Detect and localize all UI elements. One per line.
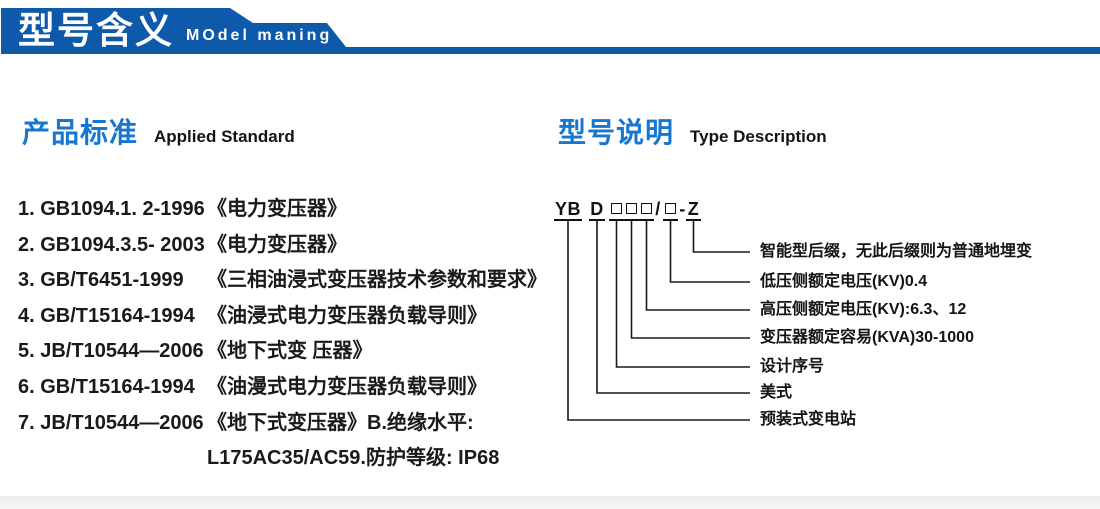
label-smart-suffix: 智能型后缀，无此后缀则为普通地埋变 — [760, 243, 1033, 260]
standards-heading-cn: 产品标准 — [22, 117, 139, 148]
standard-ref: 5. JB/T10544—2006 — [18, 340, 204, 363]
square-placeholder-icon — [626, 202, 637, 214]
square-placeholder-icon — [641, 202, 652, 214]
standard-ref: 2. GB1094.3.5- 2003 — [18, 233, 205, 256]
header-banner: 型号含义 MOdel maning — [0, 0, 1100, 56]
code-part-d: D — [589, 199, 605, 221]
standard-item: 4. GB/T15164-1994 《油浸式电力变压器负载导则》 — [18, 299, 558, 335]
standard-title: 《油漫式电力变压器负载导则》 — [207, 375, 487, 398]
standard-item: 2. GB1094.3.5- 2003 《电力变压器》 — [18, 228, 558, 264]
banner-shape — [1, 8, 1100, 54]
standard-ref: 7. JB/T10544—2006 — [18, 411, 204, 434]
standard-ref — [18, 441, 207, 477]
standard-title: 《地下式变压器》B.绝缘水平: — [207, 411, 474, 434]
model-heading-en: Type Description — [690, 127, 827, 146]
standard-title: 《电力变压器》 — [207, 198, 347, 220]
standard-title: 《油浸式电力变压器负载导则》 — [207, 304, 487, 327]
standard-ref: 1. GB1094.1. 2-1996 — [18, 198, 205, 220]
standards-list: 1. GB1094.1. 2-1996 《电力变压器》 2. GB1094.3.… — [18, 192, 558, 477]
connector-lines — [567, 221, 750, 421]
code-part-square2 — [624, 200, 639, 221]
label-rated-capacity: 变压器额定容易(KVA)30-1000 — [760, 329, 974, 346]
standard-item: 1. GB1094.1. 2-1996 《电力变压器》 — [18, 192, 558, 228]
label-design-serial: 设计序号 — [760, 358, 825, 375]
standard-title: 《电力变压器》 — [207, 233, 347, 256]
page-title: 型号含义 — [18, 10, 174, 51]
label-lv-rated-voltage: 低压侧额定电压(KV)0.4 — [760, 273, 928, 290]
code-part-z: Z — [686, 199, 701, 221]
footer-strip — [0, 496, 1100, 509]
standards-heading: 产品标准 Applied Standard — [22, 112, 295, 154]
model-heading: 型号说明 Type Description — [558, 112, 827, 154]
standard-title: 《三相油浸式变压器技术参数和要求》 — [207, 269, 547, 292]
square-placeholder-icon — [611, 202, 622, 214]
code-part-square3 — [639, 200, 654, 221]
standard-title: L175AC35/AC59.防护等级: IP68 — [207, 447, 500, 470]
standard-ref: 3. GB/T6451-1999 — [18, 269, 184, 292]
code-part-square1 — [609, 200, 624, 221]
standard-title: 《地下式变 压器》 — [207, 340, 373, 363]
standard-ref: 6. GB/T15164-1994 — [18, 375, 195, 398]
page-subtitle: MOdel maning — [186, 27, 333, 44]
standard-item: 7. JB/T10544—2006 《地下式变压器》B.绝缘水平: — [18, 406, 558, 442]
square-placeholder-icon — [665, 202, 676, 214]
model-code-diagram: YB D / - Z 智能型后缀，无此后缀则为普通地埋变 低压侧额定电压(KV)… — [550, 185, 1098, 450]
label-hv-rated-voltage: 高压侧额定电压(KV):6.3、12 — [760, 301, 967, 318]
standard-item-continuation: L175AC35/AC59.防护等级: IP68 — [18, 441, 558, 477]
code-part-yb: YB — [554, 199, 582, 221]
standard-item: 6. GB/T15164-1994 《油漫式电力变压器负载导则》 — [18, 370, 558, 406]
label-prefab-substation: 预装式变电站 — [760, 411, 857, 428]
standard-item: 5. JB/T10544—2006 《地下式变 压器》 — [18, 334, 558, 370]
code-part-slash: / — [655, 199, 661, 219]
label-american-style: 美式 — [760, 384, 793, 401]
code-part-square4 — [663, 200, 678, 221]
standard-ref: 4. GB/T15164-1994 — [18, 304, 195, 327]
model-heading-cn: 型号说明 — [558, 117, 675, 148]
standards-heading-en: Applied Standard — [154, 127, 295, 146]
standard-item: 3. GB/T6451-1999 《三相油浸式变压器技术参数和要求》 — [18, 263, 558, 299]
code-part-dash: - — [679, 199, 686, 219]
